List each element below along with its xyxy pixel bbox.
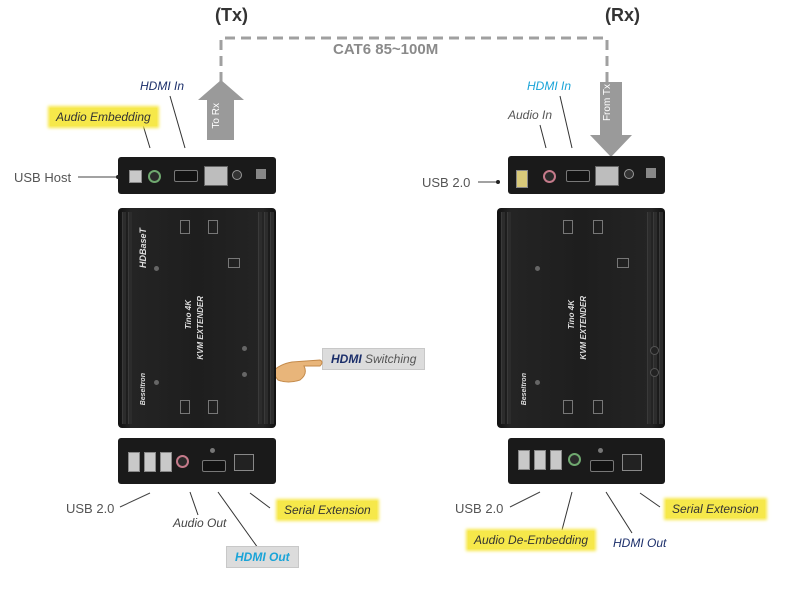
tx-hdmi-switching-word: Switching: [365, 352, 417, 366]
tx-hdmi-out-port: [202, 460, 226, 472]
rx-hdmi-in-port: [566, 170, 590, 182]
to-rx-arrow: [198, 80, 244, 140]
tx-brand: Beseltron: [140, 373, 147, 406]
finger-pointer-icon: [271, 359, 323, 383]
rx-rear-panel: [508, 438, 665, 484]
tx-hdmi-switching-hdmi: HDMI: [331, 352, 362, 366]
rx-screw-terminal: [646, 168, 656, 178]
tx-header: (Tx): [215, 5, 248, 25]
from-tx-arrow: [590, 82, 632, 157]
rx-usb20-top-label: USB 2.0: [422, 175, 471, 190]
rx-power-jack: [624, 169, 634, 179]
tx-serial-port: [234, 454, 254, 471]
from-tx-label: From Tx: [602, 84, 613, 122]
rx-usb20-top-port: [516, 170, 528, 188]
tx-audio-out-jack: [176, 455, 189, 468]
tx-audio-out-label: Audio Out: [173, 516, 227, 530]
rx-header: (Rx): [605, 5, 640, 25]
rx-hdmi-out-label: HDMI Out: [613, 536, 667, 550]
tx-rear-panel: [118, 438, 276, 484]
tx-side-tag: HDBaseT: [138, 228, 148, 269]
tx-product-line1: Tino 4K: [184, 300, 193, 330]
rx-audio-in-jack: [543, 170, 556, 183]
tx-power-jack: [232, 170, 242, 180]
rx-serial-extension-label: Serial Extension: [666, 500, 765, 518]
tx-rj45-port: [204, 166, 228, 186]
tx-usb20-port-2: [144, 452, 156, 472]
tx-usb20-label: USB 2.0: [66, 501, 115, 516]
tx-device-body: HDBaseT Tino 4K KVM EXTENDER Beseltron: [118, 208, 276, 428]
tx-hdmi-out-text: HDMI Out: [235, 550, 290, 564]
rx-serial-port: [622, 454, 642, 471]
tx-audio-embedding-label: Audio Embedding: [50, 108, 157, 126]
rx-audio-deembedding-jack: [568, 453, 581, 466]
cable-dashed-line: [219, 36, 609, 82]
rx-usb20-bottom-label: USB 2.0: [455, 501, 504, 516]
rx-brand: Beseltron: [521, 373, 528, 406]
rx-audio-in-label: Audio In: [508, 108, 553, 122]
rx-usb20-port-1: [518, 450, 530, 470]
tx-front-panel: [118, 157, 276, 194]
tx-hdmi-switching-label: HDMI Switching: [322, 348, 426, 370]
tx-usb20-port-3: [160, 452, 172, 472]
rx-rj45-port: [595, 166, 619, 186]
rx-usb20-port-3: [550, 450, 562, 470]
tx-audio-embedding-jack: [148, 170, 161, 183]
tx-hdmi-in-port: [174, 170, 198, 182]
rx-hdmi-out-port: [590, 460, 614, 472]
rx-product-line1: Tino 4K: [567, 300, 576, 330]
to-rx-label: To Rx: [211, 103, 222, 129]
rx-device-body: Tino 4K KVM EXTENDER Beseltron: [497, 208, 665, 428]
tx-hdmi-out-label: HDMI Out: [226, 546, 299, 568]
tx-usb-host-port: [129, 170, 142, 183]
tx-product-line2: KVM EXTENDER: [196, 296, 205, 360]
tx-serial-extension-label: Serial Extension: [278, 501, 377, 519]
rx-audio-deembedding-label: Audio De-Embedding: [468, 531, 595, 549]
rx-product-line2: KVM EXTENDER: [579, 296, 588, 360]
tx-screw-terminal: [256, 169, 266, 179]
tx-usb20-port-1: [128, 452, 140, 472]
tx-hdmi-in-label: HDMI In: [140, 79, 185, 93]
rx-hdmi-in-label: HDMI In: [527, 79, 572, 93]
tx-usb-host-label: USB Host: [14, 170, 72, 185]
rx-front-panel: [508, 156, 665, 194]
cable-label: CAT6 85~100M: [333, 41, 439, 58]
rx-usb20-port-2: [534, 450, 546, 470]
